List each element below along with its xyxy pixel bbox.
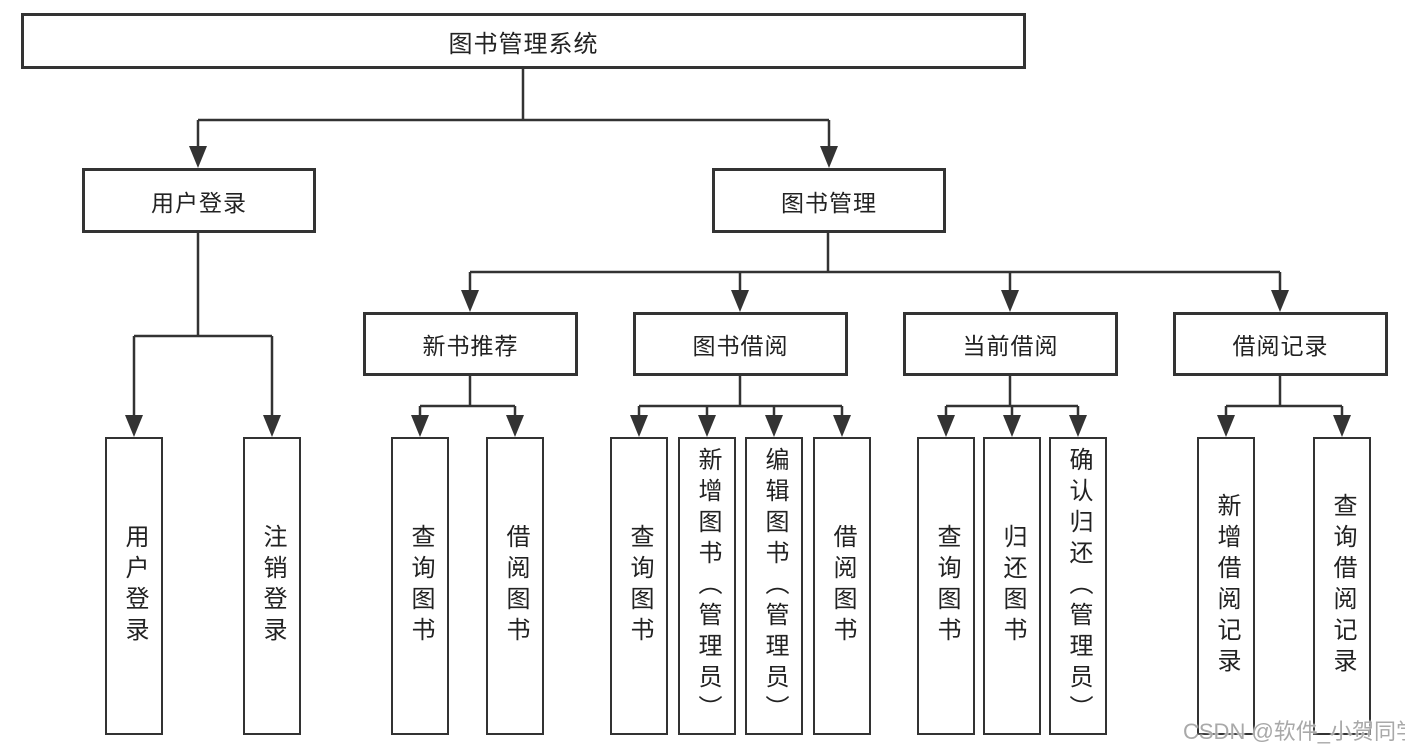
leaf-borrow-edit-book-admin-label: 编辑图书（管理员） [761, 446, 788, 726]
node-user-login: 用户登录 [82, 168, 316, 233]
leaf-newbook-query-books: 查询图书 [391, 437, 449, 735]
node-root-label: 图书管理系统 [448, 30, 599, 58]
leaf-logout-label: 注销登录 [259, 524, 286, 648]
node-current-borrow-label: 当前借阅 [962, 333, 1059, 359]
leaf-current-query-books: 查询图书 [917, 437, 975, 735]
node-new-book-recommend: 新书推荐 [363, 312, 578, 376]
leaf-newbook-query-books-label: 查询图书 [407, 524, 434, 648]
leaf-borrow-query-books-label: 查询图书 [626, 524, 653, 648]
leaf-user-login-label: 用户登录 [121, 524, 148, 648]
node-book-borrow: 图书借阅 [633, 312, 848, 376]
leaf-borrow-borrow-books: 借阅图书 [813, 437, 871, 735]
node-root: 图书管理系统 [21, 13, 1026, 69]
leaf-records-add-record: 新增借阅记录 [1197, 437, 1255, 735]
leaf-current-return-books-label: 归还图书 [999, 524, 1026, 648]
node-book-management: 图书管理 [712, 168, 946, 233]
node-current-borrow: 当前借阅 [903, 312, 1118, 376]
node-book-borrow-label: 图书借阅 [692, 333, 789, 359]
leaf-borrow-borrow-books-label: 借阅图书 [829, 524, 856, 648]
csdn-watermark: CSDN @软件_小贺同学 [1183, 719, 1405, 744]
leaf-records-add-record-label: 新增借阅记录 [1213, 493, 1240, 679]
node-borrow-records-label: 借阅记录 [1232, 333, 1329, 359]
leaf-borrow-add-book-admin-label: 新增图书（管理员） [694, 446, 721, 726]
arrowheads [125, 146, 1351, 437]
leaf-current-confirm-return-admin-label: 确认归还（管理员） [1065, 446, 1092, 726]
leaf-current-query-books-label: 查询图书 [933, 524, 960, 648]
leaf-newbook-borrow-books: 借阅图书 [486, 437, 544, 735]
leaf-current-confirm-return-admin: 确认归还（管理员） [1049, 437, 1107, 735]
leaf-logout: 注销登录 [243, 437, 301, 735]
node-borrow-records: 借阅记录 [1173, 312, 1388, 376]
node-new-book-recommend-label: 新书推荐 [422, 333, 519, 359]
leaf-records-query-record-label: 查询借阅记录 [1329, 493, 1356, 679]
node-book-management-label: 图书管理 [781, 189, 877, 216]
leaf-records-query-record: 查询借阅记录 [1313, 437, 1371, 735]
node-user-login-label: 用户登录 [151, 189, 247, 216]
leaf-borrow-query-books: 查询图书 [610, 437, 668, 735]
leaf-user-login: 用户登录 [105, 437, 163, 735]
leaf-current-return-books: 归还图书 [983, 437, 1041, 735]
leaf-borrow-edit-book-admin: 编辑图书（管理员） [745, 437, 803, 735]
leaf-borrow-add-book-admin: 新增图书（管理员） [678, 437, 736, 735]
leaf-newbook-borrow-books-label: 借阅图书 [502, 524, 529, 648]
